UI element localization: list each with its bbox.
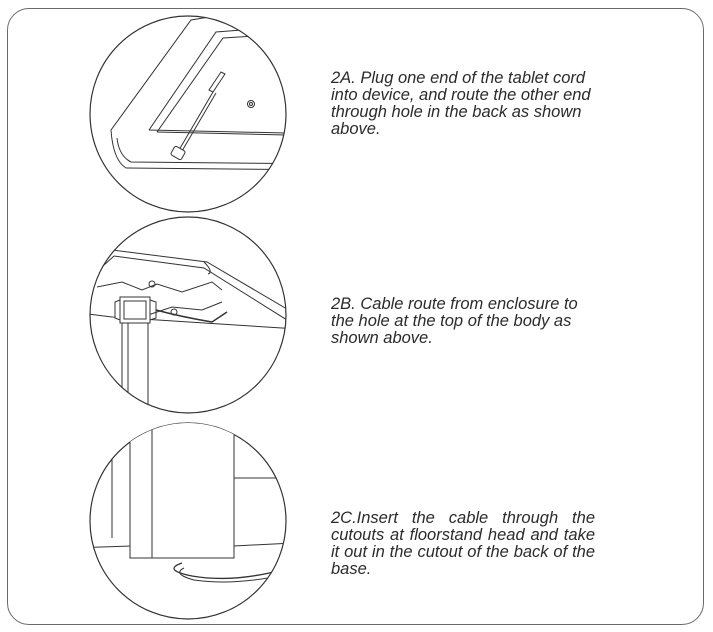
step-2a-illustration: [81, 10, 301, 220]
step-2c-illustration: [82, 418, 302, 628]
step-2b-text: 2B. Cable route from enclosure to the ho…: [331, 295, 578, 347]
step-2a-text: 2A. Plug one end of the tablet cord into…: [331, 69, 591, 138]
step-2b-illustration: [82, 212, 302, 422]
step-2c-text: 2C.Insert the cable through the cutouts …: [331, 509, 595, 578]
